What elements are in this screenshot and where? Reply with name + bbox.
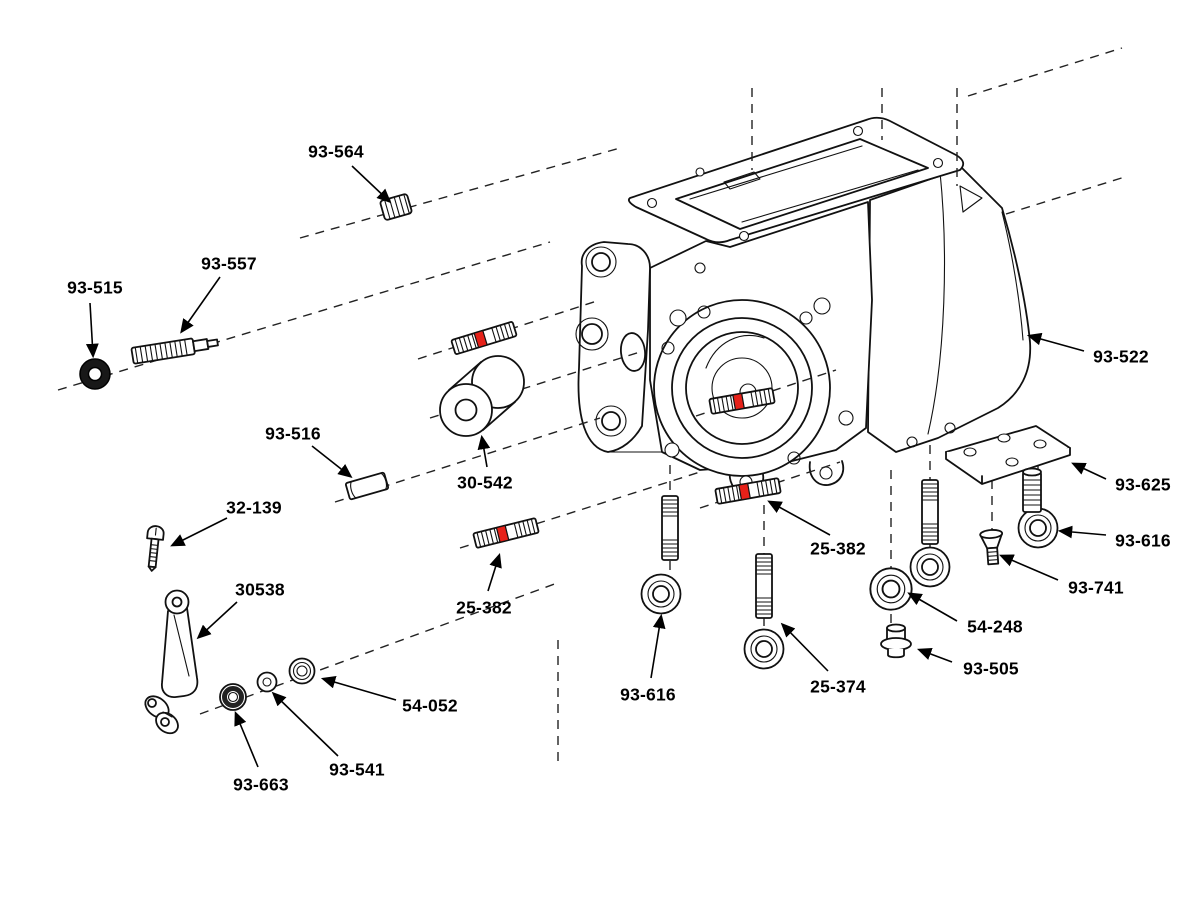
part-label-93-564: 93-564 (308, 141, 364, 162)
part-label-93-663: 93-663 (233, 774, 289, 795)
part-label-93-515: 93-515 (67, 277, 123, 298)
washer-93-616-right (1017, 507, 1059, 549)
stud-25-382-bottom-left (472, 517, 540, 549)
roller-30-542 (439, 355, 525, 437)
part-label-93-522: 93-522 (1093, 346, 1149, 367)
screw-93-741 (979, 529, 1004, 566)
housing-top-flange (627, 116, 965, 244)
housing-left-flange (575, 241, 663, 453)
part-label-25-382-left: 25-382 (456, 597, 512, 618)
housing-right-panel (867, 167, 1032, 453)
part-label-93-625: 93-625 (1115, 474, 1171, 495)
screw-32-139 (146, 525, 165, 572)
part-label-93-616-right: 93-616 (1115, 530, 1171, 551)
lever-30538 (144, 589, 199, 735)
nut-93-515 (79, 358, 111, 390)
part-label-54-052: 54-052 (402, 695, 458, 716)
plate-93-625 (945, 425, 1071, 485)
part-label-32-139: 32-139 (226, 497, 282, 518)
spacer-93-516 (345, 471, 389, 501)
main-housing (575, 116, 1032, 495)
part-label-93-741: 93-741 (1068, 577, 1124, 598)
part-label-25-374: 25-374 (810, 676, 866, 697)
part-label-93-505: 93-505 (963, 658, 1019, 679)
washer-93-663 (219, 683, 247, 711)
plate-stud (1022, 467, 1042, 513)
washer-93-541 (256, 671, 278, 693)
stud-vertical-left (661, 495, 679, 561)
housing-main-bore (653, 299, 831, 477)
stud-25-374 (755, 553, 773, 619)
part-label-54-248: 54-248 (967, 616, 1023, 637)
part-label-93-516: 93-516 (265, 423, 321, 444)
part-label-93-541: 93-541 (329, 759, 385, 780)
washer-below-25-374 (743, 628, 785, 670)
part-label-93-557: 93-557 (201, 253, 257, 274)
bushing-93-505 (880, 623, 912, 659)
part-label-25-382-right: 25-382 (810, 538, 866, 559)
washer-54-248 (869, 567, 913, 611)
stud-vertical-right (921, 479, 939, 545)
washer-below-right-stud (909, 546, 951, 588)
part-label-30538: 30538 (235, 579, 285, 600)
washer-54-052 (288, 657, 316, 685)
part-label-30-542: 30-542 (457, 472, 513, 493)
leader-lines (85, 165, 1107, 768)
part-label-93-616-left: 93-616 (620, 684, 676, 705)
washer-93-616-left (640, 573, 682, 615)
stud-93-557 (130, 337, 219, 365)
stud-25-382-top-left (450, 320, 518, 356)
